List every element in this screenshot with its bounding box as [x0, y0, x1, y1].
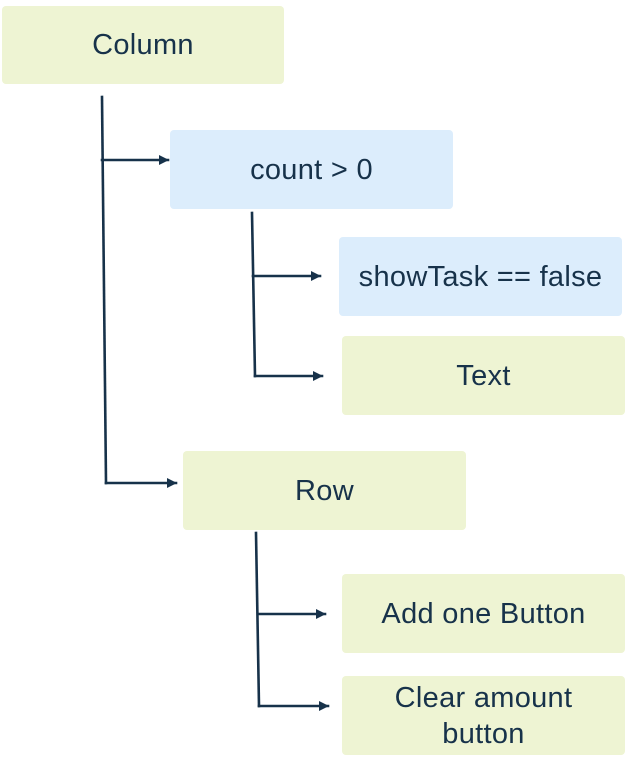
node-clear-amount-button-label: Clear amount button — [394, 681, 573, 750]
node-show-task-condition-label: showTask == false — [358, 260, 603, 293]
node-text: Text — [342, 336, 625, 415]
column-trunk-line — [100, 95, 108, 485]
row-trunk-line — [254, 531, 261, 708]
node-add-one-button: Add one Button — [342, 574, 625, 653]
node-text-label: Text — [456, 359, 511, 392]
node-row: Row — [183, 451, 466, 530]
count-trunk-line — [250, 211, 257, 378]
node-count-condition: count > 0 — [170, 130, 453, 209]
node-show-task-condition: showTask == false — [339, 237, 622, 316]
node-count-condition-label: count > 0 — [250, 153, 373, 186]
node-add-one-button-label: Add one Button — [381, 597, 586, 630]
node-column: Column — [2, 6, 284, 84]
node-clear-amount-button: Clear amount button — [342, 676, 625, 755]
node-row-label: Row — [295, 474, 354, 507]
node-column-label: Column — [92, 29, 194, 61]
